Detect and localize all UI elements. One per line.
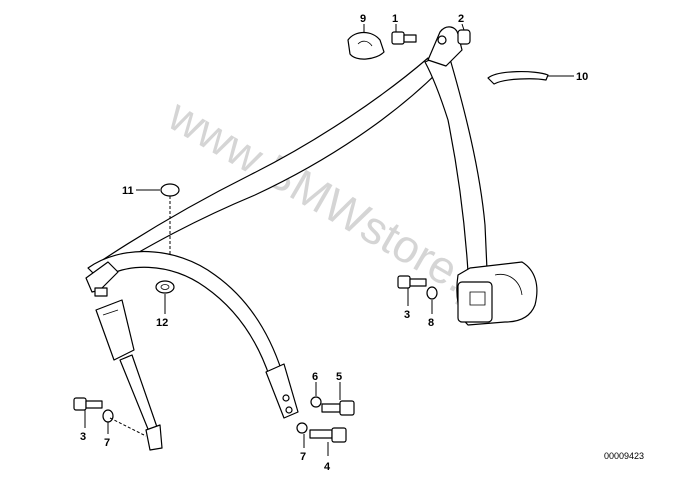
washer-part-7-lower — [102, 409, 114, 423]
lower-buckle-with-cable — [95, 299, 163, 451]
belt-webbing — [87, 51, 488, 379]
nut-part-12 — [155, 280, 175, 294]
upper-anchor-plate — [427, 26, 463, 67]
diagram-reference-number: 00009423 — [604, 451, 644, 461]
leader-lines — [84, 23, 574, 456]
bolt-part-3-lower — [73, 397, 103, 411]
lower-anchor-bracket — [265, 363, 299, 419]
callout-1: 1 — [392, 13, 398, 25]
callout-5: 5 — [336, 371, 342, 383]
buckle-tongue — [85, 261, 119, 297]
callout-12: 12 — [156, 317, 168, 329]
callout-labels: 9 1 2 10 11 12 3 8 6 5 3 7 7 4 — [80, 13, 588, 473]
vertical-strap — [424, 51, 488, 273]
clip-part-9 — [347, 31, 385, 60]
callout-10: 10 — [576, 71, 588, 83]
callout-6: 6 — [312, 371, 318, 383]
washer-part-6 — [310, 396, 322, 408]
callout-4: 4 — [324, 461, 331, 473]
bolt-part-4 — [309, 427, 347, 443]
retractor — [456, 261, 538, 326]
bolt-part-5 — [321, 400, 355, 416]
bolt-part-3-retractor — [397, 275, 427, 289]
washer-part-7-right — [296, 422, 308, 434]
bolt-part-1 — [391, 31, 417, 45]
spacer-part-2 — [457, 29, 471, 45]
callout-3-lower: 3 — [80, 431, 86, 443]
washer-part-8 — [426, 286, 438, 300]
callout-2: 2 — [458, 13, 464, 25]
callout-9: 9 — [360, 13, 366, 25]
callout-8: 8 — [428, 317, 434, 329]
cap-part-11 — [160, 183, 180, 197]
callout-7-lower: 7 — [104, 437, 110, 449]
callout-3-retractor: 3 — [404, 309, 410, 321]
callout-11: 11 — [122, 185, 134, 197]
handle-part-10 — [487, 71, 549, 85]
callout-7-right: 7 — [300, 451, 306, 463]
